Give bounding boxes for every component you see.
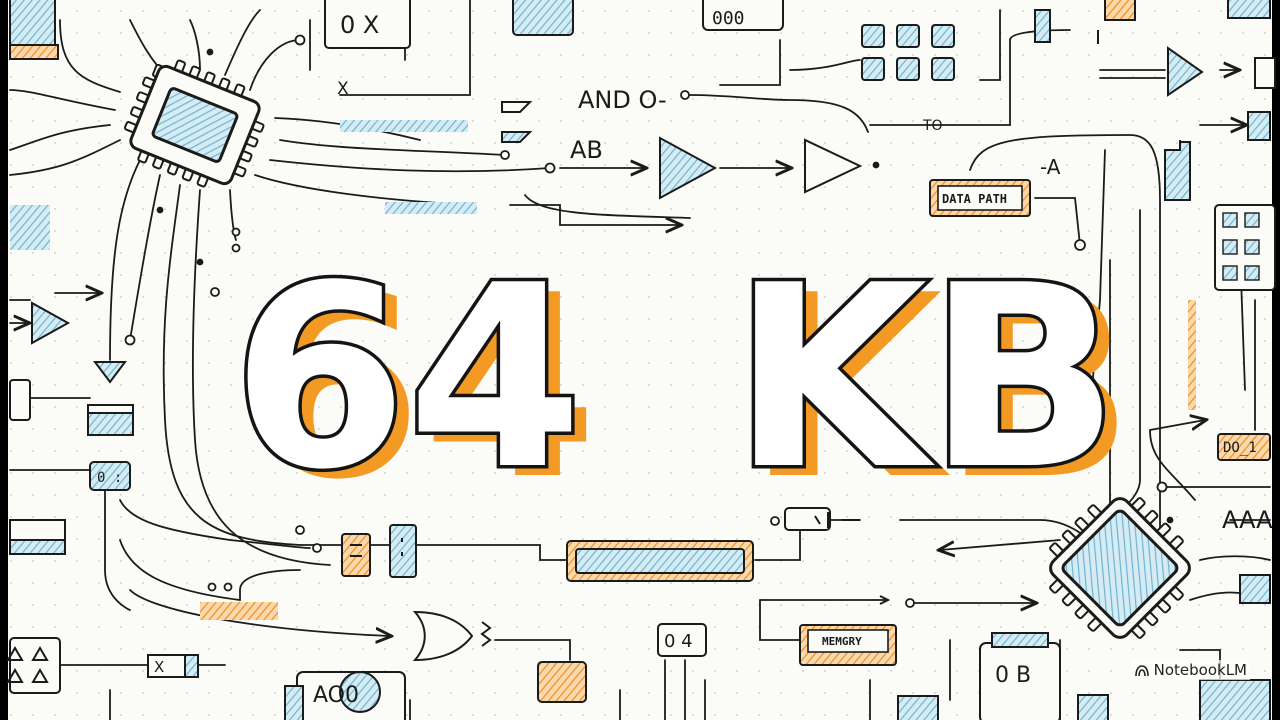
watermark-text: NotebookLM [1153,661,1247,679]
label-minus-a: -A [1040,155,1061,179]
chip-bottom-right [1049,497,1191,639]
label-x-top: X [337,79,349,99]
logic-gates [31,46,1204,662]
label-do-1: DO_1 [1223,440,1257,456]
headline-right-shadow: KB [747,242,1134,535]
letterbox-right [1272,0,1280,720]
label-ooo: 000 [712,8,745,29]
headline: 64 64 KB KB [229,229,1135,536]
circuit-wires [9,0,1271,720]
chip-top-left [124,59,265,188]
or-gate [412,610,474,662]
label-data-path: DATA PATH [942,192,1007,206]
headline-right: KB [732,232,1119,525]
label-zero-small: 0 : [97,470,122,486]
circuit-labels: AND O- AB TO DATA PATH -A X 0 X 000 DO_1… [97,8,1273,708]
label-zero-x: 0 X [340,11,379,39]
letterbox-left [0,0,8,720]
headline-left-shadow: 64 [247,242,598,535]
notebooklm-watermark: NotebookLM [1130,660,1250,680]
label-x-box: X [154,658,164,676]
label-memory: MEMGRY [822,635,862,648]
label-ao-zero: AO0 [313,683,359,708]
label-zero-four: 0 4 [664,631,693,652]
components [9,0,1276,720]
buffer-gate-left [31,301,71,345]
buffer-gate-blue [659,136,718,200]
label-and-gate: AND O- [578,86,667,114]
label-ab: AB [570,136,603,164]
down-triangle [93,361,127,384]
not-gate [804,138,863,194]
buffer-gate-top-right [1167,46,1204,97]
notebooklm-logo-icon [1134,665,1149,677]
decor-marks [6,30,1181,683]
label-zero-b: 0 B [995,663,1031,688]
label-to: TO [922,118,943,134]
headline-left: 64 [232,232,583,525]
label-aaa: AAA [1222,506,1273,534]
